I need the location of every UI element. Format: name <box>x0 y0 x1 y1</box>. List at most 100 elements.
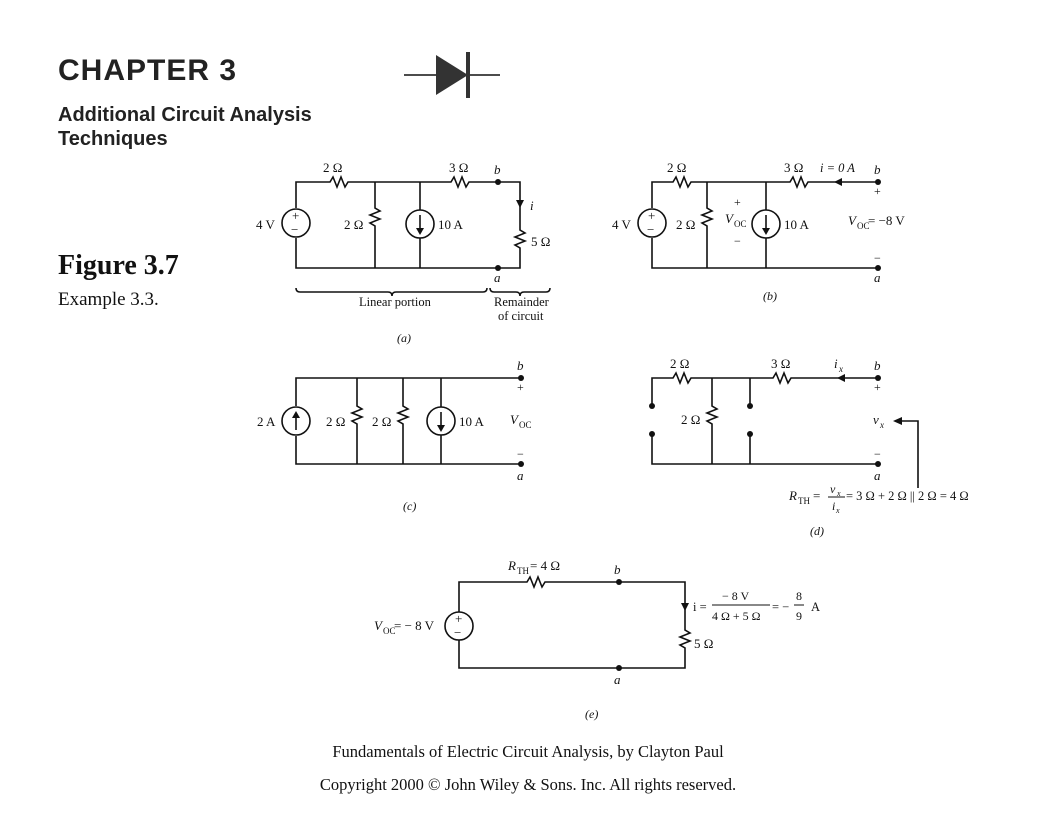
svg-text:−: − <box>291 222 298 237</box>
b-voc-plus: + <box>734 195 741 209</box>
c-r2a-label: 2 Ω <box>326 414 345 429</box>
circuit-a: + − 2 Ω 3 Ω 2 Ω 4 V 10 A 5 Ω b a i Linea… <box>256 160 551 345</box>
d-node-a: a <box>874 468 881 483</box>
b-voc-minus: − <box>734 234 741 248</box>
d-frac-den-sub: x <box>835 506 840 515</box>
svg-text:+: + <box>292 208 299 223</box>
e-current-unit: A <box>811 600 820 614</box>
d-node-minus: − <box>874 447 881 461</box>
a-source-i-label: 10 A <box>438 217 464 232</box>
c-node-plus: + <box>517 380 524 394</box>
c-voc-label: V <box>510 412 520 427</box>
b-voc-value-sub: OC <box>857 221 870 231</box>
e-frac1-den: 4 Ω + 5 Ω <box>712 609 761 623</box>
d-frac-num-sub: x <box>836 489 841 498</box>
circuit-b: + − 2 Ω 3 Ω 2 Ω 4 V 10 A i = 0 A + V OC … <box>612 160 905 303</box>
b-sublabel: (b) <box>763 289 777 303</box>
c-voc-sub: OC <box>519 420 532 430</box>
c-node-minus: − <box>517 447 524 461</box>
svg-text:−: − <box>647 222 654 237</box>
e-frac1-num: − 8 V <box>722 589 750 603</box>
a-r2-label: 2 Ω <box>344 217 363 232</box>
d-rth-sub: TH <box>798 496 810 506</box>
b-node-plus: + <box>874 184 881 198</box>
diode-logo-icon <box>404 52 500 98</box>
e-frac2-num: 8 <box>796 589 802 603</box>
circuit-d: 2 Ω 3 Ω 2 Ω i x b + v x − a R TH = v x i… <box>649 356 969 538</box>
b-r1-label: 2 Ω <box>667 160 686 175</box>
a-brace-linear-label: Linear portion <box>359 295 432 309</box>
chapter-subtitle-line2: Techniques <box>58 128 168 150</box>
figure-caption: Example 3.3. <box>58 289 159 310</box>
b-node-b: b <box>874 162 881 177</box>
d-r2-label: 2 Ω <box>681 412 700 427</box>
d-frac-num: v <box>830 482 836 496</box>
d-node-b: b <box>874 358 881 373</box>
d-r1-label: 2 Ω <box>670 356 689 371</box>
figure-number: Figure 3.7 <box>58 250 179 281</box>
e-current-eq: i = <box>693 600 707 614</box>
footer-copyright: Copyright 2000 © John Wiley & Sons. Inc.… <box>319 775 737 794</box>
c-sublabel: (c) <box>403 499 416 513</box>
d-vx-label: v <box>873 412 879 427</box>
b-node-a: a <box>874 270 881 285</box>
b-r2-label: 2 Ω <box>676 217 695 232</box>
e-eq2: = − <box>772 600 789 614</box>
b-i0-label: i = 0 A <box>820 161 855 175</box>
b-voc-value: = −8 V <box>868 213 905 228</box>
d-sublabel: (d) <box>810 524 824 538</box>
e-src-minus: − <box>454 625 461 640</box>
c-node-a: a <box>517 468 524 483</box>
e-voc-label: V <box>374 618 384 633</box>
circuit-c: 2 A 2 Ω 2 Ω 10 A b + V OC − a (c) <box>257 358 532 513</box>
d-ix-sub: x <box>838 364 843 374</box>
b-voc-label: V <box>725 211 735 226</box>
c-r2b-label: 2 Ω <box>372 414 391 429</box>
circuit-e: + − R TH = 4 Ω V OC = − 8 V 5 Ω b a i = … <box>374 558 820 721</box>
e-voc-value: = − 8 V <box>394 618 435 633</box>
a-node-a: a <box>494 270 501 285</box>
d-node-plus: + <box>874 380 881 394</box>
e-rth-sub: TH <box>517 566 529 576</box>
e-frac2-den: 9 <box>796 609 802 623</box>
e-node-a: a <box>614 672 621 687</box>
chapter-title: CHAPTER 3 <box>58 54 238 87</box>
d-rth-result: = 3 Ω + 2 Ω || 2 Ω = 4 Ω <box>846 489 969 503</box>
b-r3-label: 3 Ω <box>784 160 803 175</box>
a-brace-remainder-1: Remainder <box>494 295 550 309</box>
a-node-b: b <box>494 162 501 177</box>
a-load-label: 5 Ω <box>531 234 550 249</box>
e-rth-label: R <box>507 558 516 573</box>
chapter-subtitle-line1: Additional Circuit Analysis <box>58 104 312 126</box>
b-source-i-label: 10 A <box>784 217 810 232</box>
footer-book: Fundamentals of Electric Circuit Analysi… <box>332 742 724 761</box>
d-r3-label: 3 Ω <box>771 356 790 371</box>
a-r3-label: 3 Ω <box>449 160 468 175</box>
d-vx-sub: x <box>879 420 884 430</box>
e-node-b: b <box>614 562 621 577</box>
b-node-minus: − <box>874 251 881 265</box>
e-src-plus: + <box>455 611 462 626</box>
a-source-v-label: 4 V <box>256 217 276 232</box>
e-voc-sub: OC <box>383 626 396 636</box>
c-node-b: b <box>517 358 524 373</box>
d-rth-eq: = <box>813 488 820 503</box>
a-brace-remainder-2: of circuit <box>498 309 544 323</box>
a-sublabel: (a) <box>397 331 411 345</box>
e-load-label: 5 Ω <box>694 636 713 651</box>
e-sublabel: (e) <box>585 707 598 721</box>
c-source-i2-label: 10 A <box>459 414 485 429</box>
e-rth-value: = 4 Ω <box>530 558 560 573</box>
b-voc-value-v: V <box>848 213 858 228</box>
b-source-v-label: 4 V <box>612 217 632 232</box>
a-current-i: i <box>530 198 534 213</box>
d-ix-label: i <box>834 356 838 371</box>
a-r1-label: 2 Ω <box>323 160 342 175</box>
d-frac-den: i <box>832 499 835 513</box>
chapter-header: CHAPTER 3 Additional Circuit Analysis Te… <box>0 0 1056 160</box>
d-rth-label: R <box>788 488 797 503</box>
c-source-i1-label: 2 A <box>257 414 276 429</box>
svg-text:+: + <box>648 208 655 223</box>
b-voc-sub: OC <box>734 219 747 229</box>
